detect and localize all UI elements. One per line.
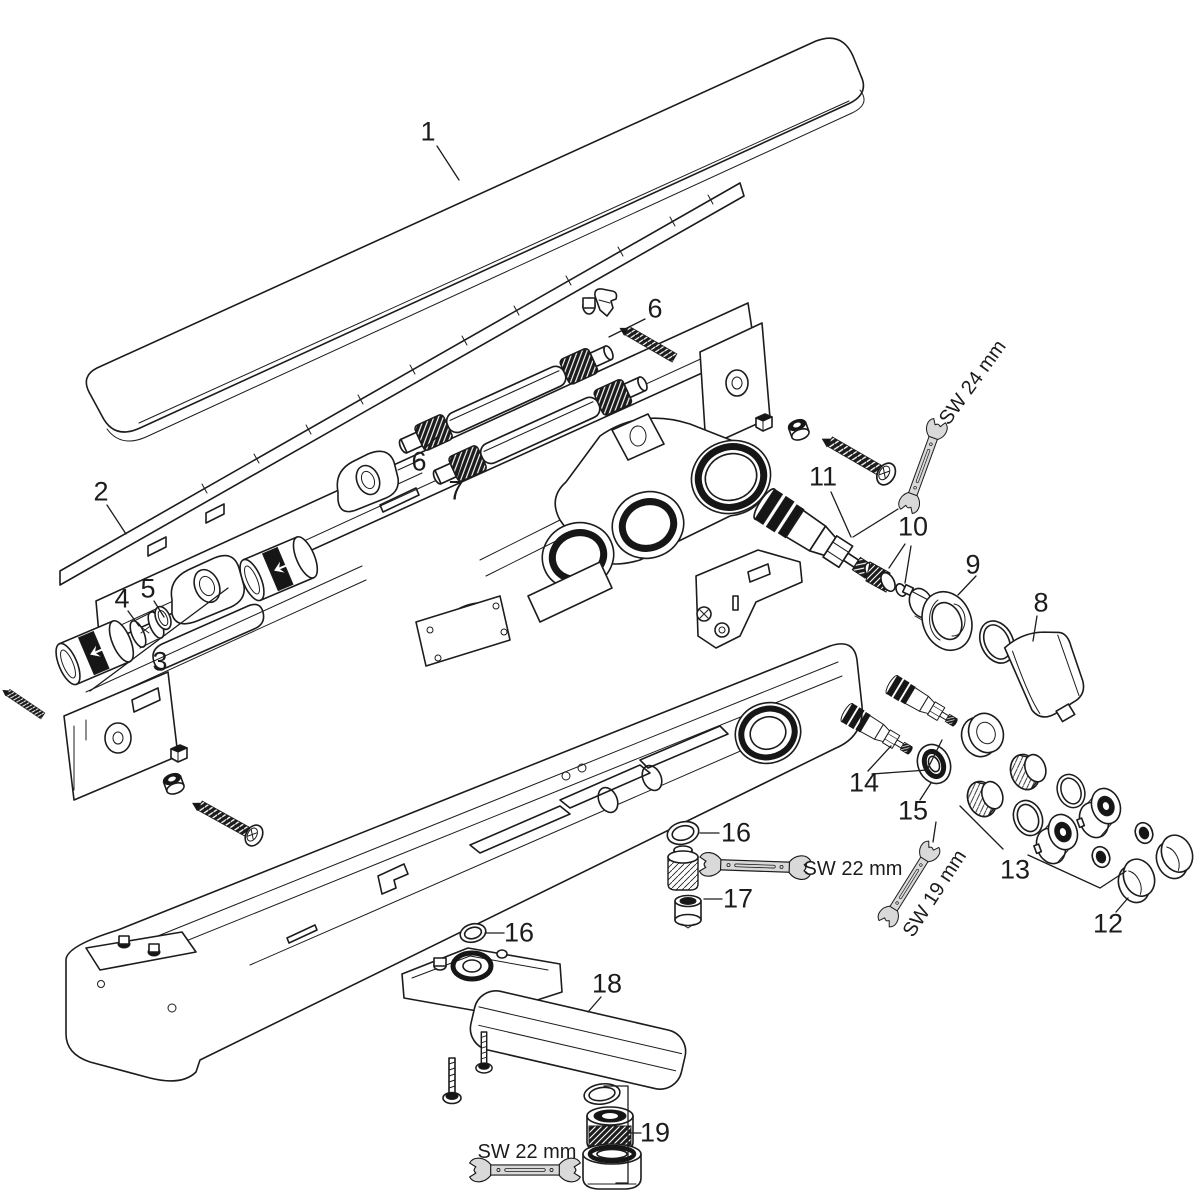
part-9-oring <box>978 620 1016 664</box>
wrench-size-22-lower-label: SW 22 mm <box>478 1141 577 1163</box>
part-8-handle <box>1003 631 1085 723</box>
part-17-check-valve <box>674 894 702 929</box>
part-15-label: 15 <box>898 795 928 825</box>
part-16-oring-upper <box>666 820 700 846</box>
part-3-4-5-connector-group <box>50 450 423 689</box>
part-6-7-hoses <box>394 288 678 492</box>
part-2-mounting-profile <box>59 182 745 586</box>
part-13-ring-set <box>961 747 1157 871</box>
bottom-housing-shell <box>65 549 863 1082</box>
wrench-size-19-label: SW 19 mm <box>899 846 971 941</box>
part-1-label: 1 <box>420 116 435 146</box>
wrench-sw19 <box>875 821 943 930</box>
part-3-label: 3 <box>152 646 167 676</box>
part-16-b-label: 16 <box>504 917 534 947</box>
part-12-label: 12 <box>1093 908 1123 938</box>
part-6-upper-label: 6 <box>647 293 662 323</box>
part-8-label: 8 <box>1033 587 1048 617</box>
part-18-outlet-unit <box>401 947 687 1105</box>
part-7-label: 7 <box>448 475 463 505</box>
leader-lines <box>89 145 1129 1184</box>
part-10-label: 10 <box>898 511 928 541</box>
part-16-a-label: 16 <box>721 817 751 847</box>
part-9-escutcheon <box>908 587 973 652</box>
wrench-sw24 <box>852 416 950 538</box>
part-9-label: 9 <box>965 549 980 579</box>
part-13-label: 13 <box>1000 854 1030 884</box>
wall-mounting-plate <box>0 671 266 849</box>
part-15-flange <box>916 743 952 785</box>
part-14-label: 14 <box>849 767 879 797</box>
part-16-threaded-fitting <box>667 845 699 891</box>
part-1-glass-shelf <box>85 37 865 442</box>
round-flange <box>960 712 1005 758</box>
part-2-label: 2 <box>93 476 108 506</box>
part-19-aerator-set <box>582 1082 642 1190</box>
part-19-label: 19 <box>640 1117 670 1147</box>
wrench-sw22-upper <box>698 851 812 881</box>
part-16-oring-lower <box>459 922 487 944</box>
part-12-caps <box>1110 829 1200 909</box>
part-18-label: 18 <box>592 968 622 998</box>
wrench-size-24-label: SW 24 mm <box>935 336 1011 429</box>
wrench-size-22-upper-label: SW 22 mm <box>804 858 903 880</box>
part-5-label: 5 <box>140 573 155 603</box>
part-4-label: 4 <box>114 583 129 613</box>
part-17-label: 17 <box>723 883 753 913</box>
part-11-label: 11 <box>809 461 837 491</box>
part-6-lower-label: 6 <box>411 446 426 476</box>
central-valve-body <box>415 413 772 667</box>
